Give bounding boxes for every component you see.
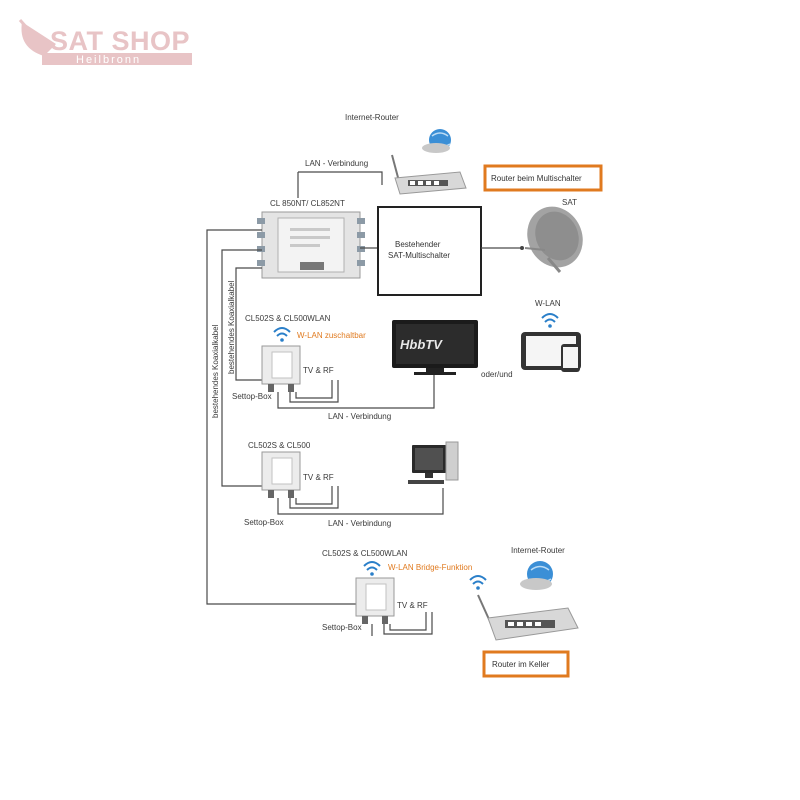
section2-lan-label: LAN - Verbindung bbox=[328, 519, 391, 528]
wifi-icon bbox=[469, 575, 487, 590]
logo-subtitle: Heilbronn bbox=[76, 54, 141, 66]
section1-tvrf-label: TV & RF bbox=[303, 366, 334, 375]
multiswitch-device bbox=[257, 211, 365, 279]
lan-connection-label-top: LAN - Verbindung bbox=[305, 159, 368, 168]
section3-tvrf-label: TV & RF bbox=[397, 601, 428, 610]
cl502s-device-2 bbox=[261, 451, 301, 498]
section2-model-label: CL502S & CL500 bbox=[248, 441, 311, 450]
tv-icon: HbbTV bbox=[392, 320, 478, 375]
section3-settop-label: Settop-Box bbox=[322, 623, 362, 632]
globe-icon bbox=[422, 129, 451, 153]
smartphone-icon bbox=[561, 344, 580, 372]
logo-banner bbox=[42, 53, 192, 65]
wlan-switchable-label: W-LAN zuschaltbar bbox=[297, 331, 366, 340]
globe-icon bbox=[520, 561, 553, 590]
cl502s-device-3 bbox=[355, 577, 395, 624]
existing-switch-line2: SAT-Multischalter bbox=[388, 251, 450, 260]
wifi-icon bbox=[541, 313, 559, 328]
wifi-icon bbox=[363, 561, 381, 576]
cl502s-device-1 bbox=[261, 345, 301, 392]
dish-logo-icon bbox=[18, 19, 56, 56]
router-note-bottom: Router im Keller bbox=[492, 660, 550, 669]
coax-wire-inner bbox=[235, 267, 262, 381]
internet-router-top bbox=[391, 154, 467, 195]
router-note-box-top bbox=[483, 164, 603, 192]
section1-model-label: CL502S & CL500WLAN bbox=[245, 314, 331, 323]
router-note-box-bottom bbox=[482, 650, 570, 678]
internet-router-bottom bbox=[477, 594, 579, 641]
existing-multiswitch-box bbox=[377, 206, 482, 296]
wlan-label: W-LAN bbox=[535, 299, 561, 308]
logo-title: SAT SHOP bbox=[50, 26, 190, 56]
coax-wire-middle bbox=[221, 249, 262, 487]
coax-label-inner: bestehendes Koaxialkabel bbox=[227, 280, 236, 374]
existing-switch-line1: Bestehender bbox=[395, 240, 441, 249]
coax-wire-outer bbox=[206, 229, 356, 605]
or-and-label: oder/und bbox=[481, 370, 513, 379]
router-note-top: Router beim Multischalter bbox=[491, 174, 582, 183]
internet-router-label-bottom: Internet-Router bbox=[511, 546, 565, 555]
sat-shop-logo: SAT SHOP Heilbronn bbox=[18, 19, 192, 66]
section2-settop-label: Settop-Box bbox=[244, 518, 284, 527]
multiswitch-model-label: CL 850NT/ CL852NT bbox=[270, 199, 345, 208]
desktop-computer-icon bbox=[408, 441, 459, 484]
tv-screen-label: HbbTV bbox=[400, 337, 443, 352]
section2-tvrf-label: TV & RF bbox=[303, 473, 334, 482]
coax-label-outer: bestehendes Koaxialkabel bbox=[211, 324, 220, 418]
section3-model-label: CL502S & CL500WLAN bbox=[322, 549, 408, 558]
lan-wire-top bbox=[298, 171, 383, 185]
satellite-dish-icon bbox=[524, 206, 583, 273]
section1-lan-label: LAN - Verbindung bbox=[328, 412, 391, 421]
internet-router-label-top: Internet-Router bbox=[345, 113, 399, 122]
section1-settop-label: Settop-Box bbox=[232, 392, 272, 401]
wlan-bridge-label: W-LAN Bridge-Funktion bbox=[388, 563, 472, 572]
sat-label: SAT bbox=[562, 198, 577, 207]
wifi-icon bbox=[273, 327, 291, 342]
